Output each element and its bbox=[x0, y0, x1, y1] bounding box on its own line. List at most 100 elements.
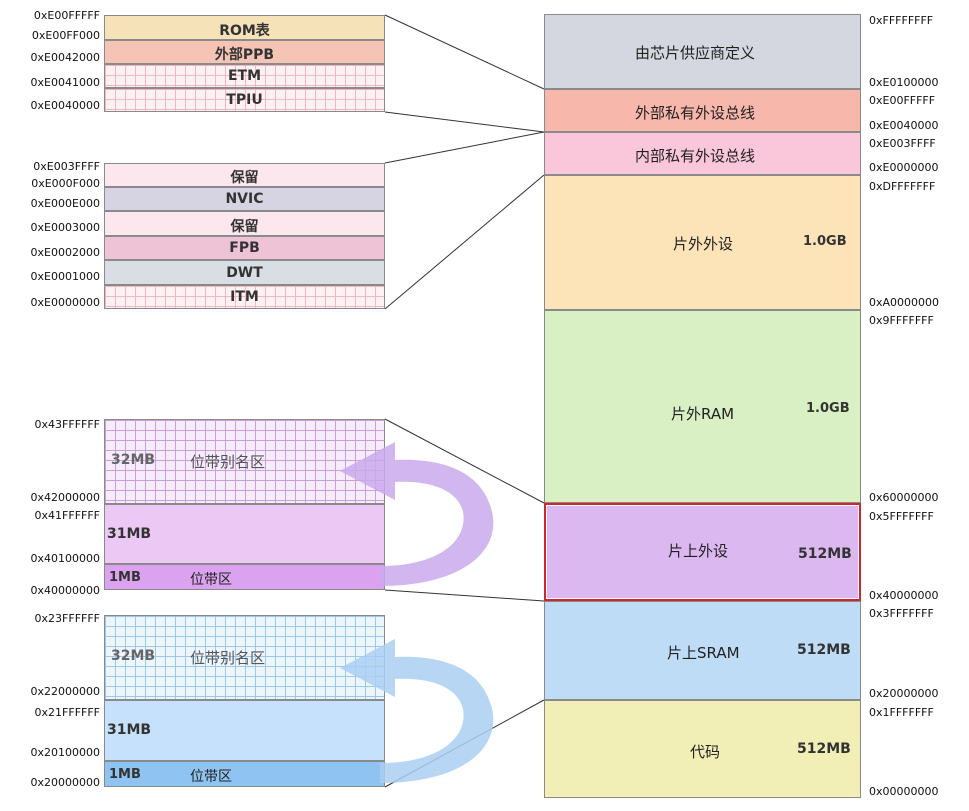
address-label: 0xE0100000 bbox=[869, 76, 939, 89]
address-label: 0x9FFFFFFF bbox=[869, 314, 934, 327]
sram-bitband-alias: 32MB 位带别名区 bbox=[104, 615, 385, 700]
connector-line bbox=[384, 174, 545, 310]
address-label: 0xE0040000 bbox=[869, 119, 939, 132]
mid-size: 31MB bbox=[107, 526, 152, 542]
band-size: 1MB bbox=[109, 570, 141, 585]
connector-line bbox=[384, 418, 545, 504]
band-size: 1MB bbox=[109, 767, 141, 782]
address-label: 0xE0040000 bbox=[30, 99, 100, 112]
block-label: ETM bbox=[227, 68, 262, 84]
address-label: 0x3FFFFFFF bbox=[869, 607, 934, 620]
periph-bitband-region: 1MB 位带区 bbox=[104, 564, 385, 590]
region-label: 片上外设 bbox=[668, 542, 729, 560]
connector-line bbox=[384, 111, 545, 133]
block-label: DWT bbox=[226, 265, 263, 281]
address-label: 0x20100000 bbox=[30, 746, 101, 759]
address-label: 0x43FFFFFF bbox=[34, 418, 100, 431]
address-label: 0xE00FF000 bbox=[31, 29, 100, 42]
region-external-ppb: 外部私有外设总线 bbox=[544, 89, 861, 132]
connector-line bbox=[384, 131, 545, 164]
connector-line bbox=[384, 14, 545, 90]
region-vendor-defined: 由芯片供应商定义 bbox=[544, 14, 861, 89]
block-label: 保留 bbox=[230, 219, 259, 235]
address-label: 0x5FFFFFFF bbox=[869, 510, 934, 523]
address-label: 0xE003FFFF bbox=[869, 137, 936, 150]
address-label: 0xE0000000 bbox=[30, 296, 100, 309]
address-label: 0xE00FFFFF bbox=[869, 94, 936, 107]
int-ppb-reserved-2: 保留 bbox=[104, 211, 385, 236]
address-label: 0xE000E000 bbox=[30, 197, 100, 210]
address-label: 0xFFFFFFFF bbox=[869, 14, 934, 27]
region-size: 512MB bbox=[798, 546, 852, 562]
periph-bitband-alias: 32MB 位带别名区 bbox=[104, 419, 385, 504]
address-label: 0xE0000000 bbox=[869, 161, 939, 174]
connector-line bbox=[384, 589, 545, 602]
address-label: 0x40100000 bbox=[30, 552, 101, 565]
band-label: 位带区 bbox=[190, 572, 232, 588]
address-label: 0x22000000 bbox=[30, 685, 101, 698]
address-label: 0x23FFFFFF bbox=[34, 612, 100, 625]
address-label: 0xE0002000 bbox=[30, 246, 100, 259]
address-label: 0x20000000 bbox=[869, 687, 939, 700]
sram-bitband-middle: 31MB bbox=[104, 700, 385, 761]
region-onchip-sram: 片上SRAM 512MB bbox=[544, 601, 861, 700]
periph-bitband-middle: 31MB bbox=[104, 504, 385, 564]
region-size: 1.0GB bbox=[806, 401, 850, 416]
block-label: ITM bbox=[230, 289, 259, 305]
band-label: 位带区 bbox=[190, 769, 232, 785]
bitband-mapping-arrow bbox=[340, 639, 494, 783]
address-label: 0xE0042000 bbox=[30, 51, 100, 64]
int-ppb-dwt: DWT bbox=[104, 260, 385, 285]
region-label: 片上SRAM bbox=[667, 644, 740, 662]
alias-label: 位带别名区 bbox=[190, 453, 266, 471]
region-size: 512MB bbox=[797, 642, 851, 658]
address-label: 0x21FFFFFF bbox=[34, 706, 100, 719]
block-label: 保留 bbox=[230, 170, 259, 186]
int-ppb-itm: ITM bbox=[104, 285, 385, 309]
address-label: 0xE003FFFF bbox=[33, 160, 100, 173]
region-external-peripheral: 片外外设 1.0GB bbox=[544, 175, 861, 310]
block-label: 外部PPB bbox=[214, 47, 275, 63]
region-size: 512MB bbox=[797, 741, 851, 757]
address-label: 0xE00FFFFF bbox=[33, 9, 100, 22]
address-label: 0x00000000 bbox=[869, 785, 939, 798]
block-label: ROM表 bbox=[219, 23, 270, 39]
address-label: 0x40000000 bbox=[869, 589, 939, 602]
region-label: 片外RAM bbox=[671, 405, 735, 423]
address-label: 0xDFFFFFFF bbox=[869, 180, 936, 193]
address-label: 0xE0003000 bbox=[30, 221, 100, 234]
region-onchip-peripheral: 片上外设 512MB bbox=[544, 503, 861, 601]
address-label: 0x1FFFFFFF bbox=[869, 706, 934, 719]
ext-ppb-external-ppb: 外部PPB bbox=[104, 40, 385, 64]
alias-size: 32MB bbox=[111, 648, 156, 664]
address-label: 0x41FFFFFF bbox=[34, 509, 100, 522]
alias-label: 位带别名区 bbox=[190, 649, 266, 667]
address-label: 0x40000000 bbox=[30, 584, 101, 597]
region-label: 外部私有外设总线 bbox=[635, 104, 756, 122]
int-ppb-reserved-1: 保留 bbox=[104, 163, 385, 187]
address-label: 0xE0041000 bbox=[30, 76, 100, 89]
region-label: 由芯片供应商定义 bbox=[635, 44, 756, 62]
region-label: 内部私有外设总线 bbox=[635, 147, 756, 165]
region-label: 片外外设 bbox=[673, 235, 734, 253]
address-label: 0xE000F000 bbox=[31, 177, 100, 190]
sram-bitband-region: 1MB 位带区 bbox=[104, 761, 385, 787]
address-label: 0x42000000 bbox=[30, 491, 101, 504]
address-label: 0xE0001000 bbox=[30, 270, 100, 283]
ext-ppb-rom-table: ROM表 bbox=[104, 15, 385, 40]
region-internal-ppb: 内部私有外设总线 bbox=[544, 132, 861, 175]
mid-size: 31MB bbox=[107, 722, 152, 738]
alias-size: 32MB bbox=[111, 452, 156, 468]
int-ppb-fpb: FPB bbox=[104, 236, 385, 260]
bitband-mapping-arrow bbox=[340, 442, 494, 586]
address-label: 0x60000000 bbox=[869, 491, 939, 504]
region-size: 1.0GB bbox=[803, 234, 847, 249]
address-label: 0xA0000000 bbox=[869, 296, 940, 309]
region-code: 代码 512MB bbox=[544, 700, 861, 798]
int-ppb-nvic: NVIC bbox=[104, 187, 385, 211]
block-label: NVIC bbox=[225, 191, 264, 207]
block-label: TPIU bbox=[226, 92, 263, 108]
region-external-ram: 片外RAM 1.0GB bbox=[544, 310, 861, 503]
